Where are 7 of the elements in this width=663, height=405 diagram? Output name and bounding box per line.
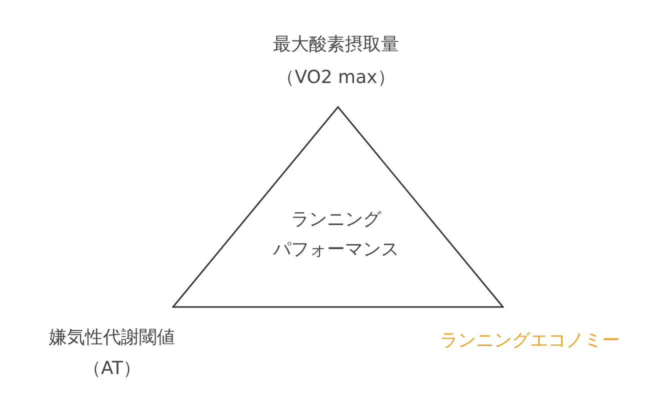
node-text: パフォーマンス: [273, 239, 399, 261]
corner-label: 嫌気性代謝閾値: [49, 327, 175, 349]
corner-label: （VO2 max）: [276, 67, 396, 89]
corner-label: 最大酸素摂取量: [273, 34, 399, 56]
node-text: ランニング: [291, 209, 381, 231]
corner-label: ランニングエコノミー: [440, 330, 620, 352]
corner-label: （AT）: [83, 358, 141, 380]
